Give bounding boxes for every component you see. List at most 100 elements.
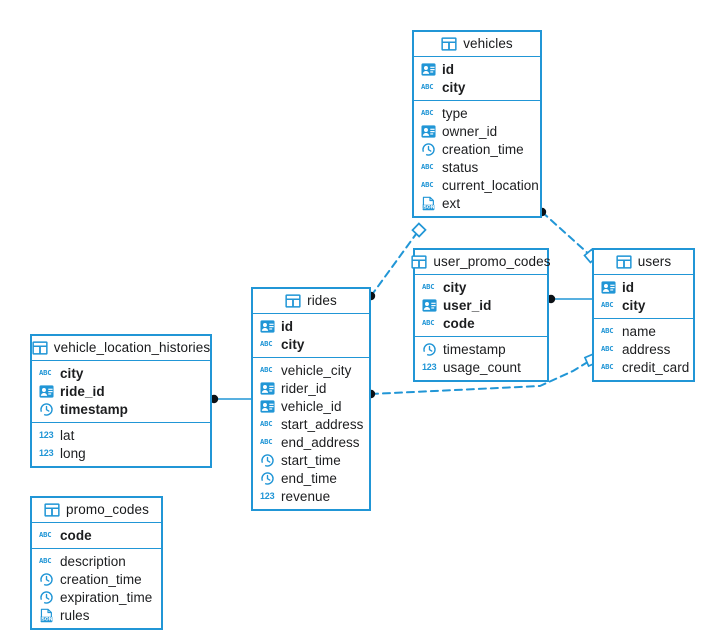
column-name: address xyxy=(622,341,671,357)
table-header[interactable]: vehicles xyxy=(414,32,540,57)
abc-icon: ABC xyxy=(601,343,614,353)
table-title: vehicles xyxy=(463,36,513,51)
column-row[interactable]: vehicle_id xyxy=(253,397,369,415)
column-name: id xyxy=(622,279,635,295)
column-row[interactable]: start_time xyxy=(253,451,369,469)
id-card-icon xyxy=(260,399,275,414)
svg-text:JSON: JSON xyxy=(421,204,435,210)
json-doc-icon: JSON xyxy=(39,608,54,623)
table-header[interactable]: vehicle_location_histories xyxy=(32,336,210,361)
primary-key-row[interactable]: ride_id xyxy=(32,382,210,400)
table-header[interactable]: promo_codes xyxy=(32,498,161,523)
column-name: city xyxy=(281,336,305,352)
column-row[interactable]: expiration_time xyxy=(32,588,161,606)
table-title: vehicle_location_histories xyxy=(53,340,211,355)
primary-key-row[interactable]: id xyxy=(594,278,693,296)
primary-key-row[interactable]: user_id xyxy=(415,296,547,314)
primary-key-row[interactable]: id xyxy=(414,60,540,78)
id-card-icon xyxy=(601,280,616,295)
abc-icon: ABC xyxy=(39,367,52,377)
column-row[interactable]: end_time xyxy=(253,469,369,487)
column-name: rider_id xyxy=(281,380,327,396)
column-name: city xyxy=(60,365,84,381)
abc-icon: ABC xyxy=(601,299,614,309)
abc-icon: ABC xyxy=(601,361,614,371)
column-row[interactable]: rider_id xyxy=(253,379,369,397)
clock-icon xyxy=(39,402,54,417)
clock-icon xyxy=(260,453,275,468)
column-name: start_address xyxy=(281,416,364,432)
id-card-icon xyxy=(260,381,275,396)
column-name: start_time xyxy=(281,452,341,468)
column-row[interactable]: 123 revenue xyxy=(253,487,369,505)
column-name: user_id xyxy=(443,297,492,313)
column-name: creation_time xyxy=(60,571,142,587)
column-name: status xyxy=(442,159,479,175)
primary-key-row[interactable]: ABC city xyxy=(32,364,210,382)
json-doc-icon: JSON xyxy=(421,196,436,211)
id-card-icon xyxy=(39,384,54,399)
column-name: code xyxy=(60,527,92,543)
table-header[interactable]: rides xyxy=(253,289,369,314)
relationship-upc-users xyxy=(546,294,593,304)
table-grid-icon xyxy=(285,293,301,308)
column-row[interactable]: timestamp xyxy=(415,340,547,358)
123-icon: 123 xyxy=(422,361,437,372)
column-row[interactable]: owner_id xyxy=(414,122,540,140)
clock-icon xyxy=(260,471,275,486)
primary-key-row[interactable]: id xyxy=(253,317,369,335)
abc-icon: ABC xyxy=(39,529,52,539)
column-row[interactable]: creation_time xyxy=(414,140,540,158)
table-title: users xyxy=(637,254,672,269)
primary-key-row[interactable]: ABC code xyxy=(32,526,161,544)
column-name: ext xyxy=(442,195,461,211)
table-header[interactable]: users xyxy=(594,250,693,275)
id-card-icon xyxy=(421,62,436,77)
id-card-icon xyxy=(421,124,436,139)
table-grid-icon xyxy=(616,254,632,269)
table-title: promo_codes xyxy=(66,502,149,517)
column-row[interactable]: ABC address xyxy=(594,340,693,358)
123-icon: 123 xyxy=(260,490,275,501)
abc-icon: ABC xyxy=(422,317,435,327)
id-card-icon xyxy=(260,319,275,334)
column-name: revenue xyxy=(281,488,331,504)
column-row[interactable]: creation_time xyxy=(32,570,161,588)
123-icon: 123 xyxy=(39,429,54,440)
table-grid-icon xyxy=(411,254,428,269)
table-header[interactable]: user_promo_codes xyxy=(411,250,550,275)
column-row[interactable]: ABC start_address xyxy=(253,415,369,433)
abc-icon: ABC xyxy=(260,418,273,428)
abc-icon: ABC xyxy=(260,364,273,374)
primary-key-row[interactable]: timestamp xyxy=(32,400,210,418)
column-row[interactable]: JSON ext xyxy=(414,194,540,212)
